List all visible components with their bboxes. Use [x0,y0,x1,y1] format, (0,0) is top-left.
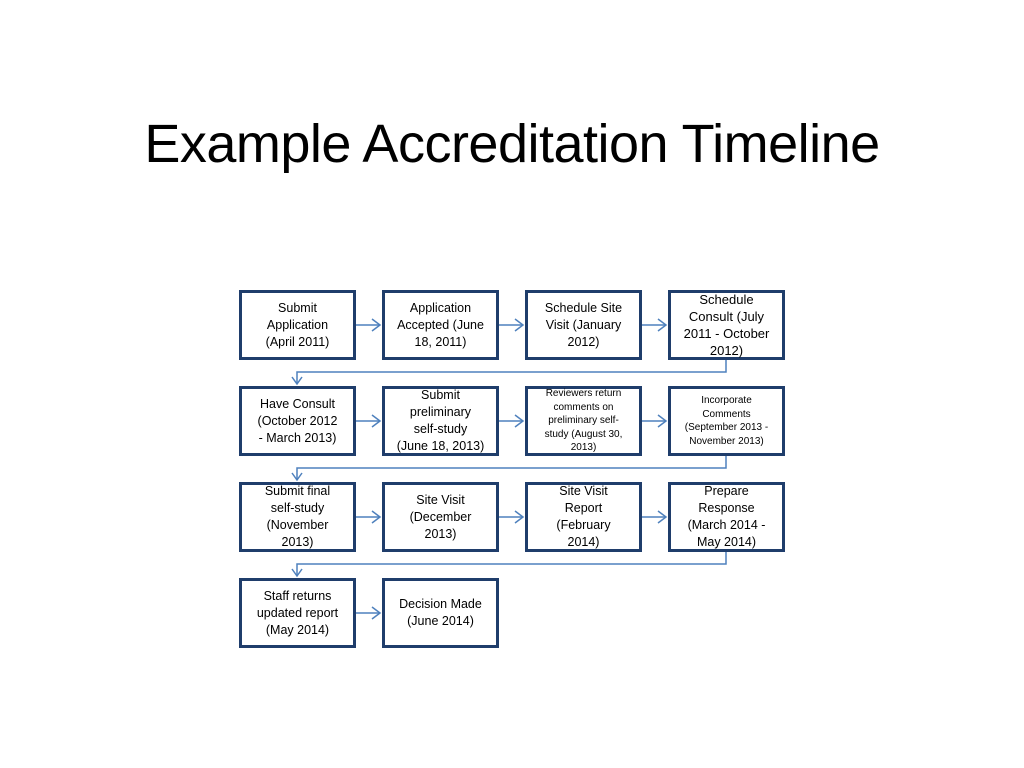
step-application-accepted: Application Accepted (June 18, 2011) [382,290,499,360]
step-label: Submit final self-study (November 2013) [264,484,331,549]
arrow-icon [356,318,382,332]
step-label: Decision Made (June 2014) [399,597,482,628]
step-label: Prepare Response (March 2014 - May 2014) [687,484,766,549]
step-reviewers-return-comments: Reviewers return comments on preliminary… [525,386,642,456]
step-label: Site Visit Report (February 2014) [556,484,611,549]
step-label: Application Accepted (June 18, 2011) [397,300,484,349]
step-incorporate-comments: Incorporate Comments (September 2013 - N… [668,386,785,456]
step-label: Submit preliminary self-study (June 18, … [396,388,485,453]
step-site-visit: Site Visit (December 2013) [382,482,499,552]
step-have-consult: Have Consult (October 2012 - March 2013) [239,386,356,456]
step-submit-preliminary-self-study: Submit preliminary self-study (June 18, … [382,386,499,456]
step-label: Submit Application (April 2011) [265,300,330,349]
step-schedule-site-visit: Schedule Site Visit (January 2012) [525,290,642,360]
step-submit-application: Submit Application (April 2011) [239,290,356,360]
step-label: Staff returns updated report (May 2014) [256,588,339,637]
step-label: Incorporate Comments (September 2013 - N… [684,395,769,447]
step-staff-returns-updated-report: Staff returns updated report (May 2014) [239,578,356,648]
step-label: Site Visit (December 2013) [409,492,472,541]
step-site-visit-report: Site Visit Report (February 2014) [525,482,642,552]
arrow-icon [642,318,668,332]
arrow-icon [499,318,525,332]
step-prepare-response: Prepare Response (March 2014 - May 2014) [668,482,785,552]
step-decision-made: Decision Made (June 2014) [382,578,499,648]
step-submit-final-self-study: Submit final self-study (November 2013) [239,482,356,552]
step-label: Schedule Site Visit (January 2012) [544,300,623,349]
step-schedule-consult: Schedule Consult (July 2011 - October 20… [668,290,785,360]
step-label: Schedule Consult (July 2011 - October 20… [683,292,770,358]
step-label: Have Consult (October 2012 - March 2013) [257,396,338,445]
slide-title: Example Accreditation Timeline [144,114,880,174]
step-label: Reviewers return comments on preliminary… [544,388,623,454]
